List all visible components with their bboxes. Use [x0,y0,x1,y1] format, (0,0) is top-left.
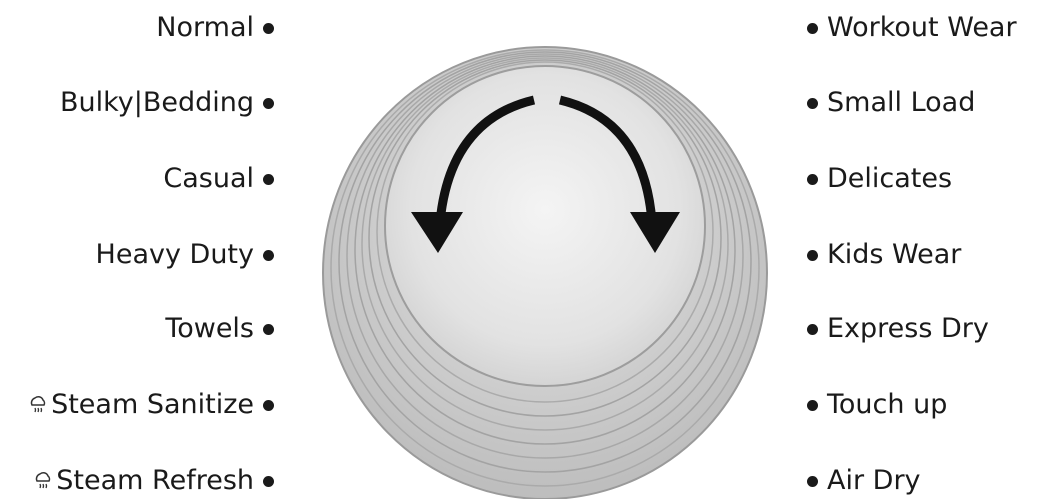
cycle-option-delicates[interactable]: Delicates [807,159,952,199]
cycle-label: Normal [156,8,254,48]
cycle-label: Steam Sanitize [51,385,254,425]
indicator-dot-icon [807,23,818,34]
cycle-label: Heavy Duty [96,235,254,275]
cycle-label: Bulky|Bedding [60,83,254,123]
cycle-option-kids-wear[interactable]: Kids Wear [807,235,961,275]
cycle-option-normal[interactable]: Normal [156,8,274,48]
cycle-option-bulky-bedding[interactable]: Bulky|Bedding [60,83,274,123]
cycle-option-casual[interactable]: Casual [163,159,274,199]
indicator-dot-icon [263,174,274,185]
indicator-dot-icon [263,324,274,335]
cycle-option-air-dry[interactable]: Air Dry [807,461,921,501]
indicator-dot-icon [807,98,818,109]
cycle-label: Touch up [827,385,947,425]
cycle-label: Air Dry [827,461,921,501]
cycle-option-steam-sanitize[interactable]: Steam Sanitize [27,385,274,425]
indicator-dot-icon [263,23,274,34]
indicator-dot-icon [263,476,274,487]
cycle-label: Casual [163,159,254,199]
cycle-label: Kids Wear [827,235,961,275]
cycle-label: Towels [165,309,254,349]
indicator-dot-icon [263,98,274,109]
indicator-dot-icon [263,400,274,411]
cycle-option-steam-refresh[interactable]: Steam Refresh [32,461,274,501]
indicator-dot-icon [807,400,818,411]
cycle-label: Delicates [827,159,952,199]
indicator-dot-icon [263,250,274,261]
steam-icon [32,469,54,493]
indicator-dot-icon [807,174,818,185]
cycle-label: Steam Refresh [56,461,254,501]
cycle-option-heavy-duty[interactable]: Heavy Duty [96,235,274,275]
indicator-dot-icon [807,476,818,487]
steam-icon [27,393,49,417]
cycle-label: Workout Wear [827,8,1017,48]
cycle-option-workout-wear[interactable]: Workout Wear [807,8,1017,48]
dial-knob[interactable] [323,47,767,499]
cycle-option-small-load[interactable]: Small Load [807,83,975,123]
cycle-option-touch-up[interactable]: Touch up [807,385,947,425]
indicator-dot-icon [807,250,818,261]
cycle-option-towels[interactable]: Towels [165,309,274,349]
cycle-label: Express Dry [827,309,989,349]
indicator-dot-icon [807,324,818,335]
cycle-option-express-dry[interactable]: Express Dry [807,309,989,349]
cycle-label: Small Load [827,83,975,123]
